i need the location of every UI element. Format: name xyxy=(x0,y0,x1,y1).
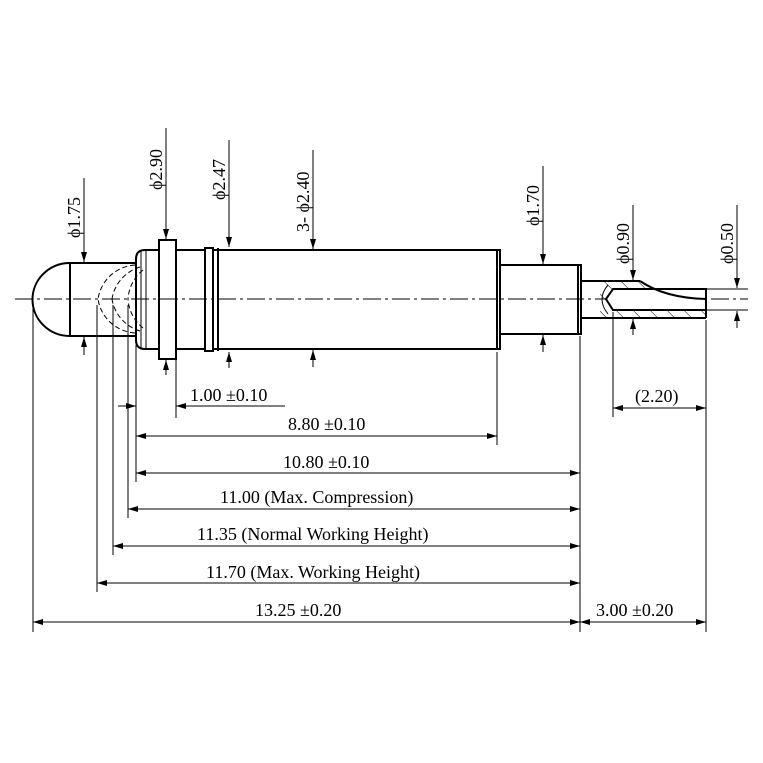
label-d-groove: ϕ2.47 xyxy=(209,159,229,200)
label-max-compression: 11.00 (Max. Compression) xyxy=(220,487,413,508)
dimension-lines xyxy=(33,403,706,625)
flange xyxy=(135,239,205,360)
label-d-tube-inner: ϕ0.50 xyxy=(717,223,737,264)
label-d-tip: ϕ1.75 xyxy=(64,197,84,238)
label-d-tube-outer: ϕ0.90 xyxy=(613,223,633,264)
plunger-tip xyxy=(31,262,144,337)
label-barrel-length: 8.80 ±0.10 xyxy=(288,414,365,434)
label-d-tail: ϕ1.70 xyxy=(523,185,543,226)
label-max-height: 11.70 (Max. Working Height) xyxy=(206,562,420,583)
label-flange-length: 1.00 ±0.10 xyxy=(190,385,267,405)
label-overall-length: 13.25 ±0.20 xyxy=(255,600,341,620)
label-body-length: 10.80 ±0.10 xyxy=(283,452,369,472)
extension-lines xyxy=(32,302,707,632)
solder-cup xyxy=(600,280,707,318)
label-d-flange: ϕ2.90 xyxy=(146,149,166,190)
label-tail-length: 3.00 ±0.20 xyxy=(596,600,673,620)
diameter-leaders xyxy=(81,128,748,375)
label-cup-length: (2.20) xyxy=(635,386,679,407)
barrel xyxy=(204,247,501,352)
label-normal-height: 11.35 (Normal Working Height) xyxy=(197,524,429,545)
label-d-barrel: 3- ϕ2.40 xyxy=(293,172,313,232)
